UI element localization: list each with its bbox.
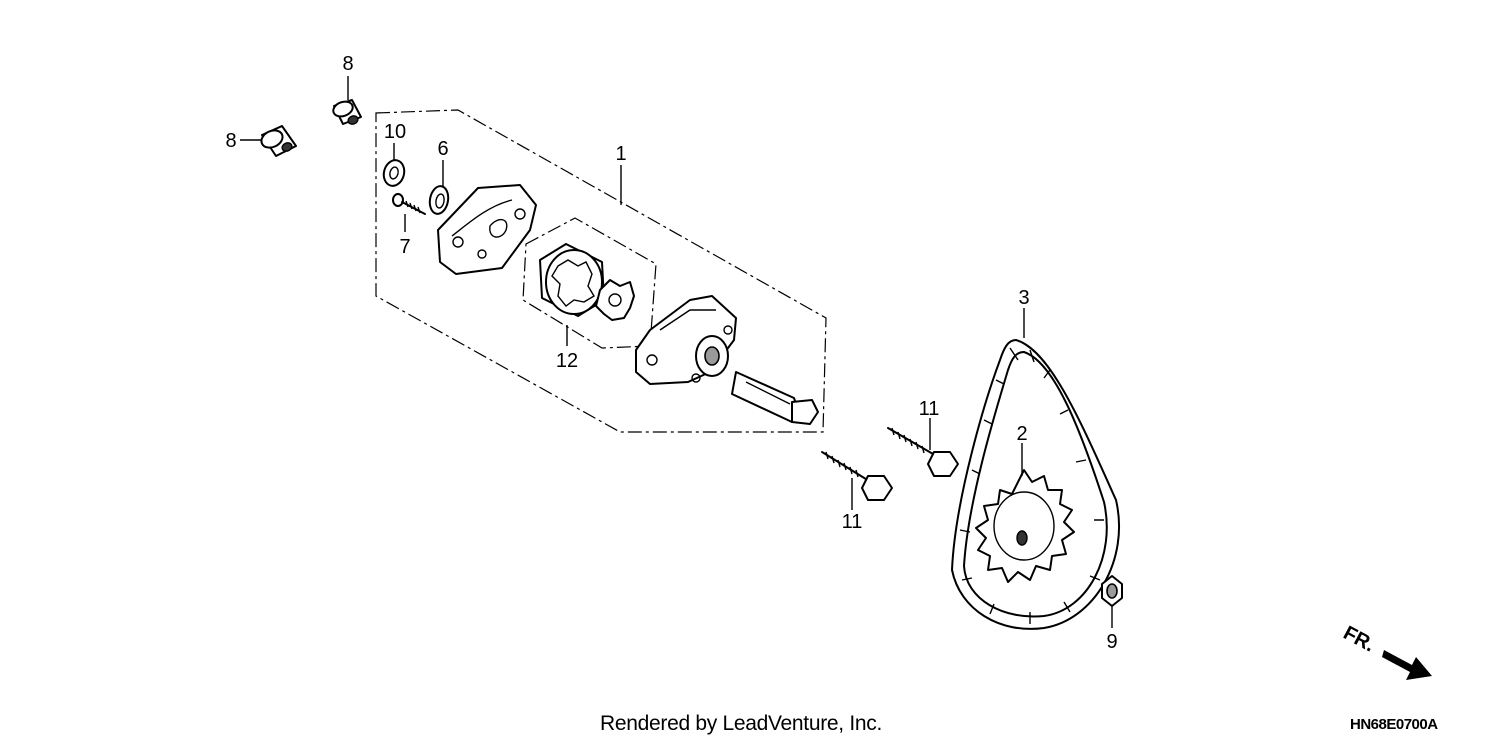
inner-rotor — [595, 279, 635, 321]
seal-6 — [428, 185, 450, 215]
front-direction-indicator: FR. — [1340, 622, 1432, 680]
front-arrow-icon — [1382, 650, 1432, 680]
callout-11-upper: 11 — [919, 398, 940, 420]
callout-10: 10 — [384, 121, 406, 143]
callout-8-left: 8 — [225, 130, 236, 152]
callout-9: 9 — [1106, 631, 1117, 653]
outer-rotor — [539, 243, 605, 317]
diagram-code: HN68E0700A — [1350, 716, 1438, 733]
callout-8-upper: 8 — [342, 53, 353, 75]
dowel-pin-left — [260, 125, 297, 157]
nut-9 — [1101, 575, 1123, 607]
bolt-11-upper — [887, 427, 959, 477]
callout-12: 12 — [556, 350, 578, 372]
callout-7: 7 — [399, 236, 410, 258]
assembly-1-outline — [375, 109, 827, 433]
pump-shaft — [731, 371, 819, 425]
leader-lines — [240, 76, 1113, 628]
render-credit: Rendered by LeadVenture, Inc. — [600, 712, 883, 735]
bolt-7 — [392, 193, 426, 215]
callout-3: 3 — [1018, 287, 1029, 309]
front-direction-label: FR. — [1340, 622, 1379, 657]
pump-cover-plate — [437, 184, 537, 275]
callout-11-lower: 11 — [842, 511, 863, 533]
callout-6: 6 — [437, 138, 448, 160]
driven-sprocket — [975, 469, 1075, 583]
pump-body — [635, 295, 737, 385]
dowel-pin-upper — [332, 99, 362, 125]
callout-2: 2 — [1016, 423, 1027, 445]
bolt-11-lower — [821, 451, 893, 501]
drive-chain — [951, 339, 1121, 630]
washer-10 — [382, 159, 406, 187]
callout-1: 1 — [615, 143, 626, 165]
